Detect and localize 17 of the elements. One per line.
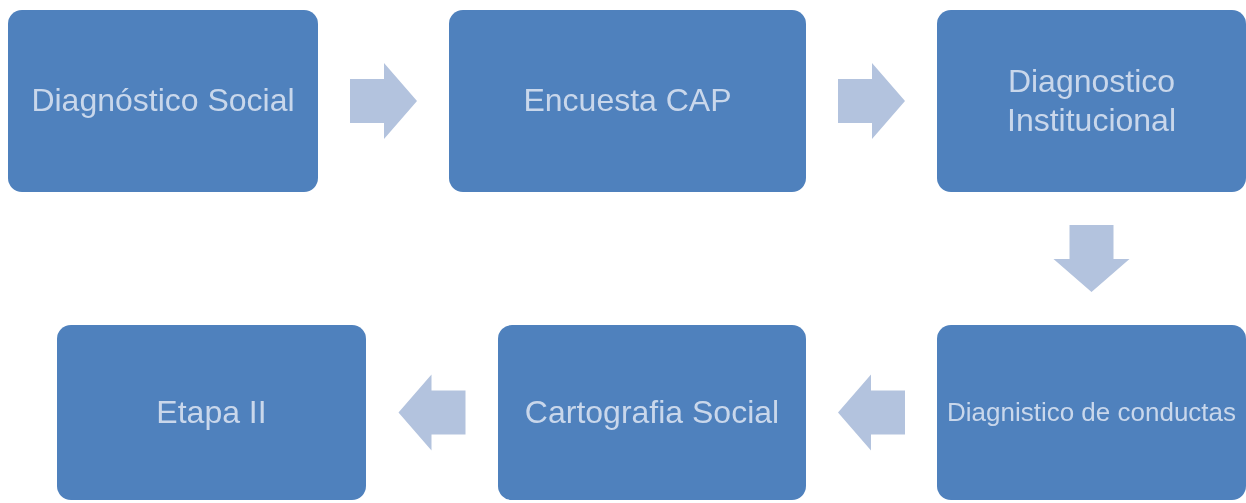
process-box	[57, 325, 366, 500]
box-label: Diagnistico de conductas	[946, 396, 1237, 429]
block-arrow	[350, 63, 417, 139]
process-box	[449, 10, 806, 192]
process-box	[937, 10, 1246, 192]
box-label: Diagnóstico Social	[31, 81, 295, 121]
box-label: Encuesta CAP	[523, 81, 732, 121]
block-arrow	[1053, 225, 1130, 292]
box-label: Etapa II	[156, 393, 267, 432]
box-label: Diagnostico Institucional	[1006, 61, 1177, 140]
block-arrow	[838, 374, 905, 451]
process-box	[8, 10, 318, 192]
block-arrow	[838, 63, 905, 139]
process-box	[937, 325, 1246, 500]
process-box	[498, 325, 806, 500]
box-label: Cartografia Social	[524, 393, 780, 432]
block-arrow	[398, 374, 466, 451]
